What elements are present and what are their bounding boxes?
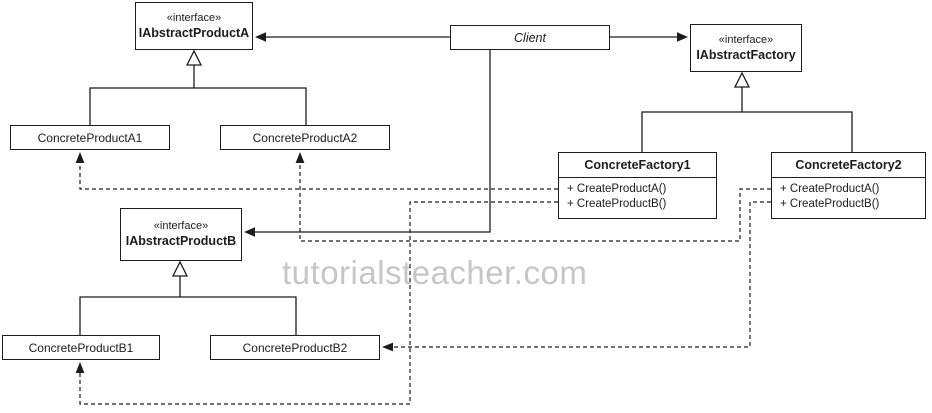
node-title: ConcreteProductB2 — [242, 340, 348, 355]
node-title: Client — [514, 30, 546, 45]
node-title: IAbstractFactory — [696, 47, 796, 62]
association-client-iabstractproductb — [244, 50, 491, 237]
node-title: ConcreteProductA1 — [37, 130, 143, 145]
node-title: ConcreteFactory1 — [559, 153, 716, 178]
methods-compartment: + CreateProductA() + CreateProductB() — [559, 178, 716, 212]
node-concretefactory2: ConcreteFactory2 + CreateProductA() + Cr… — [771, 152, 926, 219]
node-concreteproductb2: ConcreteProductB2 — [210, 335, 380, 360]
node-title: ConcreteProductA2 — [252, 130, 358, 145]
methods-compartment: + CreateProductA() + CreateProductB() — [772, 178, 925, 212]
node-title: IAbstractProductA — [138, 25, 250, 40]
dependency-concretefactory1-concreteproducta1 — [75, 152, 558, 190]
method-item: + CreateProductA() — [780, 183, 880, 195]
node-title: ConcreteFactory2 — [772, 153, 925, 178]
node-title: ConcreteProductB1 — [28, 340, 134, 355]
node-title: IAbstractProductB — [125, 234, 237, 248]
node-concreteproducta1: ConcreteProductA1 — [10, 125, 170, 150]
node-concretefactory1: ConcreteFactory1 + CreateProductA() + Cr… — [558, 152, 717, 219]
dependency-concretefactory1-concreteproductb1 — [75, 201, 558, 405]
association-client-iabstractproducta — [255, 32, 450, 42]
node-client: Client — [450, 25, 610, 50]
node-concreteproducta2: ConcreteProductA2 — [220, 125, 390, 150]
node-iabstractproducta: «interface» IAbstractProductA — [135, 2, 253, 50]
method-item: + CreateProductB() — [780, 198, 880, 210]
generalization-iabstractfactory-tree — [641, 71, 853, 152]
stereotype-label: «interface» — [153, 220, 209, 232]
association-client-iabstractfactory — [610, 32, 688, 42]
method-item: + CreateProductB() — [567, 198, 667, 210]
generalization-iabstractproductb-tree — [79, 260, 297, 335]
node-iabstractproductb: «interface» IAbstractProductB — [120, 208, 242, 261]
generalization-iabstractproducta-tree — [89, 49, 307, 125]
watermark: tutorialsteacher.com — [282, 254, 588, 291]
stereotype-label: «interface» — [166, 11, 222, 24]
dependency-concretefactory2-concreteproducta2 — [295, 152, 771, 242]
method-item: + CreateProductA() — [567, 183, 667, 195]
stereotype-label: «interface» — [718, 33, 774, 46]
node-iabstractfactory: «interface» IAbstractFactory — [690, 24, 802, 72]
node-concreteproductb1: ConcreteProductB1 — [2, 335, 160, 360]
dependency-concretefactory2-concreteproductb2 — [382, 201, 771, 352]
